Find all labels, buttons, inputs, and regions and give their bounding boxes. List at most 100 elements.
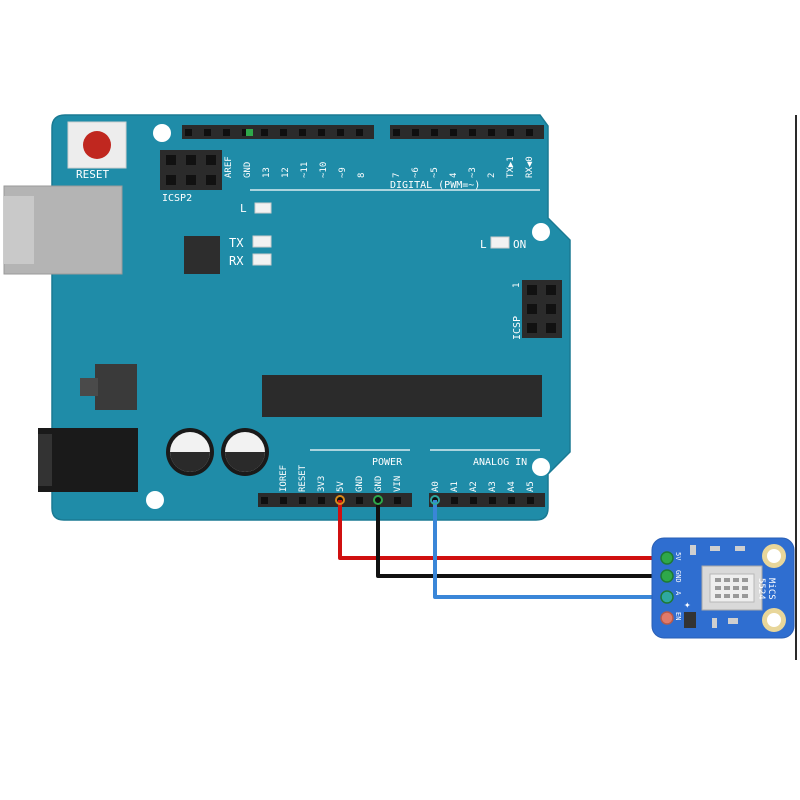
wires [338,500,667,599]
pin-label: ~10 [319,162,329,178]
sensor-pin-label: GND [674,570,682,583]
pin-label: 13 [262,167,272,178]
pin-label: A5 [526,481,536,492]
pin-label: A4 [507,481,517,492]
header-pin [451,497,458,504]
pin-label: A0 [431,481,441,492]
mics5524-breakout-board: 5V GND A EN MiCS 5524 ✦ [651,537,795,639]
pin-label: ~9 [338,167,348,178]
microcontroller-chip [262,375,542,417]
power-label: POWER [372,457,403,468]
voltage-regulator [95,364,137,410]
mounting-hole [153,124,171,142]
led-l-on-label: L [480,238,487,251]
wire-5v[interactable] [338,500,667,560]
sensor-pin-en [660,611,674,625]
header-pin [489,497,496,504]
header-pin [280,129,287,136]
header-pin [450,129,457,136]
sensor-pin-label: 5V [674,552,682,561]
icsp2-header [160,150,222,190]
pin-label: RESET [298,464,308,492]
pin-label: ~3 [468,167,478,178]
pin-5v-connection [335,495,345,505]
header-pin [185,129,192,136]
led-rx [252,253,272,266]
on-label: ON [513,238,526,251]
header-pin [223,129,230,136]
wire-signal-a0[interactable] [433,500,667,599]
led-l-label: L [240,202,247,215]
header-pin [394,497,401,504]
sensor-pin-label: EN [674,612,682,620]
pin-label: 8 [357,173,367,178]
pin-label: 4 [449,173,459,178]
icsp-pin1-mark: 1 [512,283,522,288]
pin-label: ~11 [300,162,310,178]
header-pin [261,129,268,136]
header-pin [299,129,306,136]
sensor-pin-5v [660,551,674,565]
sensor-pin-labels: 5V GND A EN [674,552,682,620]
pin-a0-connection [430,495,440,505]
pin-label: AREF [224,156,234,178]
header-pin [204,129,211,136]
sensor-label-bottom: 5524 [756,578,766,600]
analog-label: ANALOG IN [473,457,527,468]
usb-chip [184,236,220,274]
mounting-hole [532,458,550,476]
header-pin [318,497,325,504]
dc-power-jack [38,428,138,492]
header-pin [337,129,344,136]
pin-label: 5V [336,481,346,492]
pin-label: 3V3 [317,476,327,492]
header-pin [508,497,515,504]
icsp-header [522,280,562,338]
sensor-label-top: MiCS [766,578,776,600]
header-pin [527,497,534,504]
pin-gnd-connection [373,495,383,505]
wire-gnd[interactable] [376,500,667,578]
pin-label: TX▶1 [506,156,516,178]
header-pin [299,497,306,504]
sensor-pin-gnd [660,569,674,583]
sensor-vent-grid [715,578,748,598]
pin-label: VIN [393,476,403,492]
led-tx [252,235,272,248]
pin-label: GND [374,476,384,492]
pin-label: A3 [488,481,498,492]
header-pin [507,129,514,136]
reset-label: RESET [76,168,109,181]
header-pin [318,129,325,136]
header-pin [469,129,476,136]
digital-pin-header [182,125,544,139]
reset-button[interactable] [67,121,127,169]
pin-label: ~5 [430,167,440,178]
star-logo-icon: ✦ [684,598,691,611]
pin-label: GND [243,162,253,178]
pin-label: GND [355,476,365,492]
header-pin [280,497,287,504]
led-l [254,202,272,214]
header-pin [412,129,419,136]
mounting-hole [146,491,164,509]
header-pin [393,129,400,136]
led-on [490,236,510,249]
mounting-hole [532,223,550,241]
header-pin [488,129,495,136]
header-pin [356,497,363,504]
capacitor [221,428,269,476]
pin-label: RX◀0 [525,156,535,178]
sensor-pin-label: A [674,591,682,596]
sensor-pin-a [660,590,674,604]
icsp-label: ICSP [512,316,523,340]
analog-pin-header [429,493,545,507]
pin-label: 7 [392,173,402,178]
pin-label: 2 [487,173,497,178]
pin-label: A2 [469,481,479,492]
led-rx-label: RX [229,254,244,268]
